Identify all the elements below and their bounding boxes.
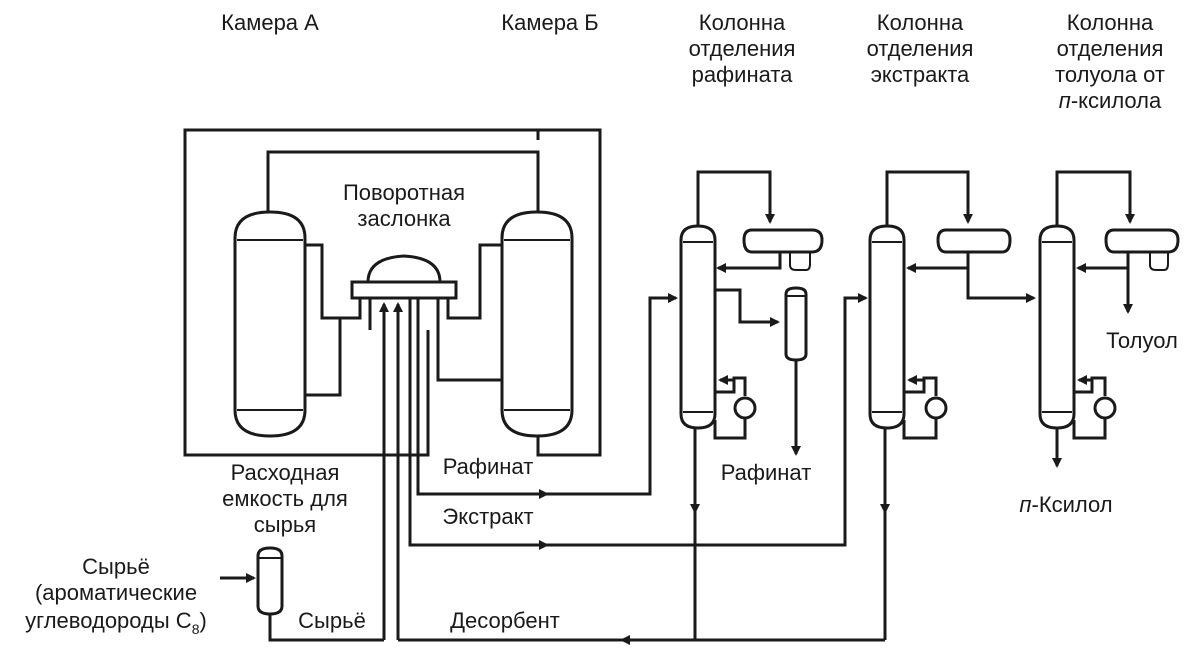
svg-text:Колонна: Колонна [877, 10, 964, 35]
toluene-out-label: Толуол [1106, 328, 1178, 353]
feed-tank-label: Расходная емкость для сырья [222, 460, 348, 537]
chamber-a-label: Камера А [221, 10, 319, 35]
feed-tank [220, 546, 384, 642]
chamber-a-vessel [233, 210, 307, 438]
toluene-column-label: Колонна отделения толуола от п-ксилола [1055, 10, 1165, 113]
svg-text:рафината: рафината [692, 62, 794, 87]
raffinate-column [679, 170, 824, 456]
svg-text:п-ксилола: п-ксилола [1059, 88, 1162, 113]
raffinate-line-label: Рафинат [443, 454, 534, 479]
rotary-valve [350, 254, 458, 300]
svg-text:толуола от: толуола от [1055, 62, 1165, 87]
feed-source-label: Сырьё (ароматические углеводороды C8) [25, 554, 207, 637]
chamber-b-label: Камера Б [501, 10, 598, 35]
chamber-loop-lines [183, 128, 602, 457]
svg-text:емкость для: емкость для [222, 486, 348, 511]
toluene-column [1038, 170, 1180, 468]
extract-line-label: Экстракт [442, 504, 533, 529]
desorbent-line [398, 420, 890, 645]
svg-text:Колонна: Колонна [1067, 10, 1154, 35]
svg-text:Расходная: Расходная [231, 460, 340, 485]
extract-column [868, 170, 1036, 440]
chamber-b-vessel [500, 210, 574, 438]
svg-text:экстракта: экстракта [871, 62, 970, 87]
desorbent-line-label: Десорбент [450, 608, 560, 633]
svg-text:отделения: отделения [689, 36, 796, 61]
raffinate-column-label: Колонна отделения рафината [689, 10, 796, 87]
svg-text:Колонна: Колонна [699, 10, 786, 35]
raffinate-out-label: Рафинат [721, 460, 812, 485]
feed-line-label: Сырьё [298, 608, 366, 633]
extract-column-label: Колонна отделения экстракта [867, 10, 974, 87]
svg-text:отделения: отделения [867, 36, 974, 61]
pxylene-out-label: п-Ксилол [1019, 492, 1112, 517]
svg-text:сырья: сырья [254, 512, 316, 537]
svg-text:Сырьё: Сырьё [82, 554, 150, 579]
rotary-valve-label-2: заслонка [357, 206, 451, 231]
svg-text:(ароматические: (ароматические [35, 580, 197, 605]
svg-text:углеводороды C8): углеводороды C8) [25, 608, 207, 637]
rotary-valve-label-1: Поворотная [343, 180, 465, 205]
raffinate-feed-line [547, 293, 678, 496]
valve-chamber-lines [305, 243, 502, 397]
valve-outlet-lines [379, 298, 549, 640]
svg-text:отделения: отделения [1057, 36, 1164, 61]
